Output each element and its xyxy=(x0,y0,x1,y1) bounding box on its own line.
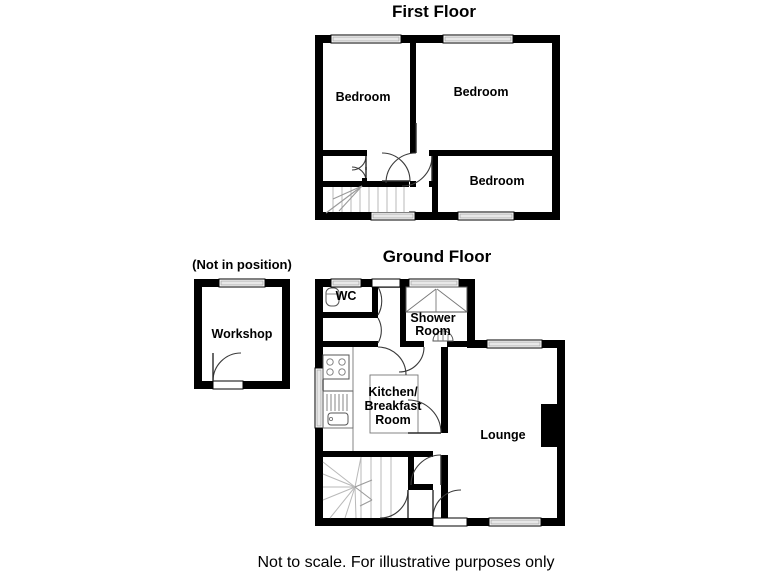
ground-floor-title: Ground Floor xyxy=(383,247,492,266)
room-label-bedroom-3: Bedroom xyxy=(470,174,525,188)
room-label-shower-room: Shower Room xyxy=(410,311,455,338)
kitchen-sink-fixture xyxy=(322,390,354,429)
first-floor-title: First Floor xyxy=(392,2,476,21)
workshop-door xyxy=(212,352,244,390)
workshop-note: (Not in position) xyxy=(192,257,292,272)
first-floor-plan: Bedroom Bedroom Bedroom xyxy=(315,34,560,221)
wash-basin-fixture xyxy=(432,330,454,342)
workshop-plan: Workshop xyxy=(194,278,290,390)
ground-floor-windows xyxy=(314,278,543,527)
room-label-bedroom-2: Bedroom xyxy=(454,85,509,99)
front-door xyxy=(432,489,468,527)
window xyxy=(442,34,514,44)
ground-floor-internal-walls xyxy=(323,279,473,518)
window xyxy=(488,517,542,527)
window xyxy=(330,34,402,44)
window xyxy=(457,211,515,221)
room-label-workshop: Workshop xyxy=(212,327,273,341)
svg-text:Breakfast: Breakfast xyxy=(365,399,423,413)
ground-floor-staircase xyxy=(322,456,408,519)
ground-floor-plan: WC Shower Room Kitchen/ Breakfast Room L… xyxy=(314,278,565,527)
room-label-bedroom-1: Bedroom xyxy=(336,90,391,104)
room-label-wc: WC xyxy=(336,289,357,303)
first-floor-doors xyxy=(351,123,435,187)
window xyxy=(486,339,543,349)
workshop-window xyxy=(218,278,266,288)
svg-text:Room: Room xyxy=(375,413,410,427)
svg-text:Kitchen/: Kitchen/ xyxy=(368,385,418,399)
window xyxy=(330,278,362,288)
window xyxy=(314,367,324,429)
first-floor-staircase xyxy=(325,185,409,214)
room-label-lounge: Lounge xyxy=(480,428,525,442)
shower-tray-fixture xyxy=(405,286,468,313)
room-label-kitchen-breakfast-room: Kitchen/ Breakfast Room xyxy=(365,385,423,427)
kitchen-hob-fixture xyxy=(322,354,350,380)
ground-floor-doors xyxy=(371,278,468,527)
lounge-chimney-breast xyxy=(541,404,558,447)
svg-text:Room: Room xyxy=(415,324,450,338)
svg-text:Shower: Shower xyxy=(410,311,455,325)
window xyxy=(408,278,460,288)
window xyxy=(370,211,416,221)
wc-toilet-fixture xyxy=(325,287,340,307)
disclaimer-caption: Not to scale. For illustrative purposes … xyxy=(257,554,554,571)
